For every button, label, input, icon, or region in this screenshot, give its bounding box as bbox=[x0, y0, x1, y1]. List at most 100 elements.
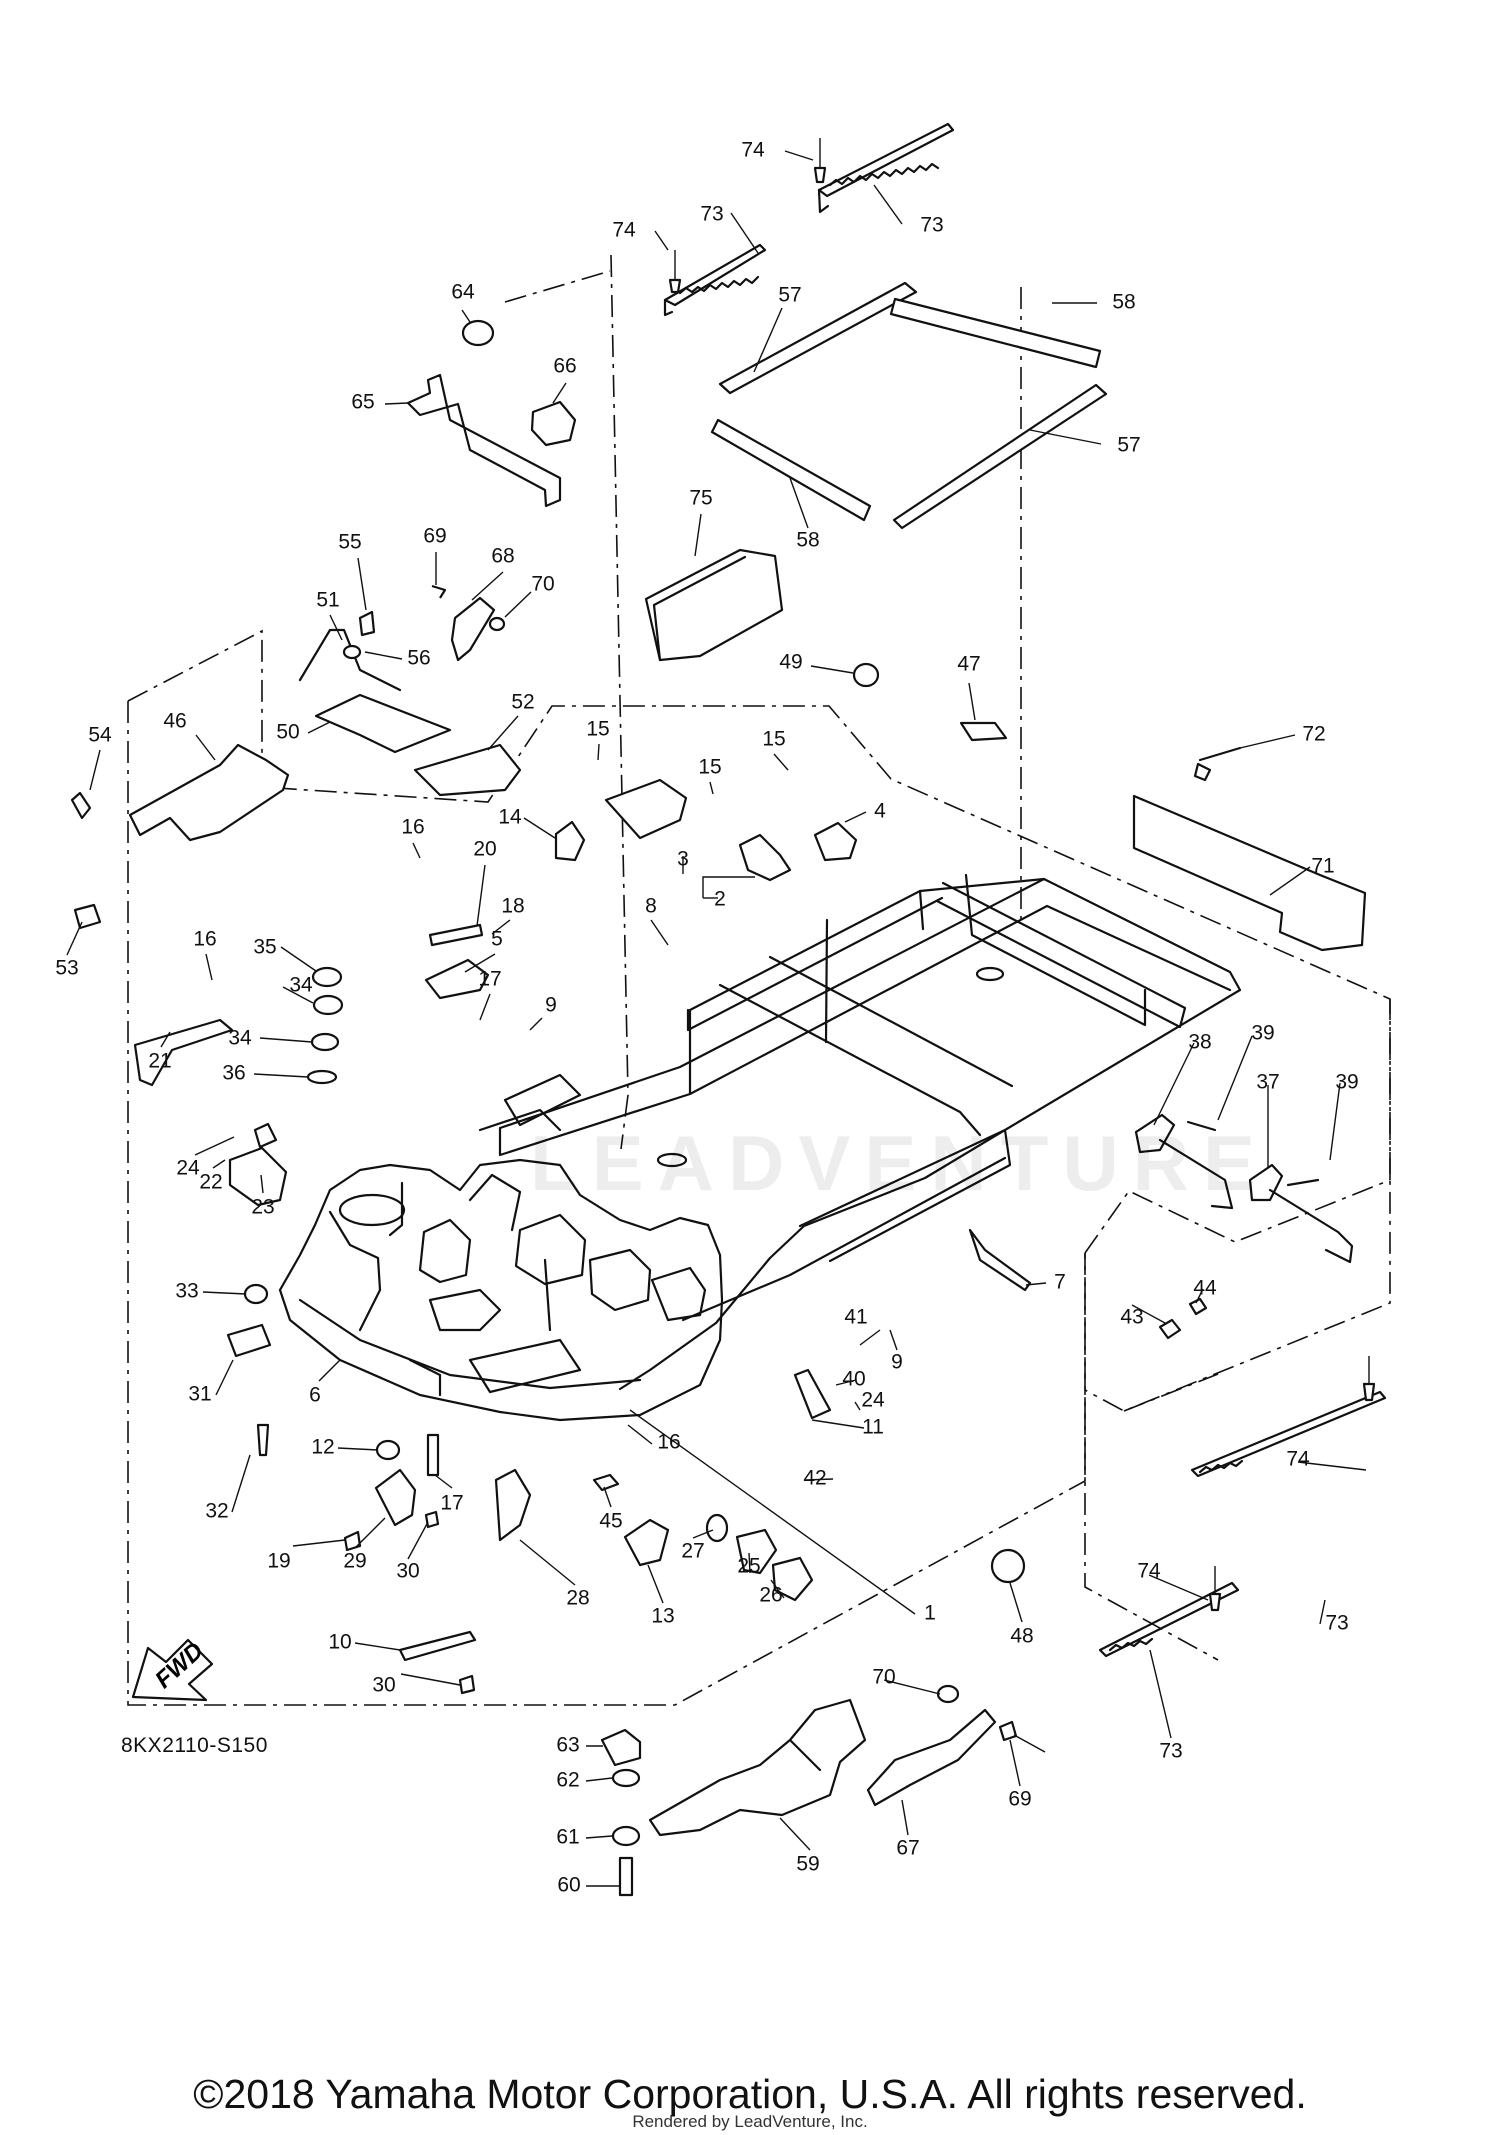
callout-15: 15 bbox=[586, 718, 609, 741]
top-parts bbox=[70, 122, 1367, 952]
callout-47: 47 bbox=[957, 653, 980, 676]
callout-49: 49 bbox=[779, 651, 802, 674]
callout-20: 20 bbox=[473, 838, 496, 861]
callout-labels: 1234567899101112131415151516161617171819… bbox=[55, 139, 1358, 1897]
callout-22: 22 bbox=[199, 1171, 222, 1194]
callout-62: 62 bbox=[556, 1769, 579, 1792]
callout-74: 74 bbox=[1137, 1560, 1161, 1583]
callout-73: 73 bbox=[920, 214, 943, 237]
callout-57: 57 bbox=[1117, 434, 1140, 457]
callout-3: 3 bbox=[677, 848, 689, 871]
callout-70: 70 bbox=[872, 1666, 895, 1689]
callout-21: 21 bbox=[148, 1050, 171, 1073]
callout-25: 25 bbox=[737, 1555, 760, 1578]
callout-56: 56 bbox=[407, 647, 430, 670]
callout-17: 17 bbox=[478, 968, 501, 991]
bulkhead-assembly bbox=[278, 1073, 724, 1422]
callout-8: 8 bbox=[645, 895, 657, 918]
callout-38: 38 bbox=[1188, 1031, 1211, 1054]
callout-60: 60 bbox=[557, 1874, 580, 1897]
frame-assembly bbox=[498, 873, 1242, 1391]
callout-73: 73 bbox=[700, 203, 723, 226]
fwd-arrow-icon: FWD bbox=[131, 1637, 214, 1702]
callout-63: 63 bbox=[556, 1734, 579, 1757]
callout-9: 9 bbox=[545, 994, 557, 1017]
callout-9: 9 bbox=[891, 1351, 903, 1374]
bottom-parts bbox=[600, 1684, 1046, 1897]
callout-57: 57 bbox=[778, 284, 801, 307]
callout-39: 39 bbox=[1251, 1022, 1274, 1045]
callout-18: 18 bbox=[501, 895, 524, 918]
callout-52: 52 bbox=[511, 691, 534, 714]
assembly-boundaries bbox=[127, 254, 1391, 1706]
diagram-code: 8KX2110-S150 bbox=[121, 1734, 268, 1757]
callout-31: 31 bbox=[188, 1383, 211, 1406]
callout-23: 23 bbox=[251, 1196, 274, 1219]
callout-34: 34 bbox=[228, 1027, 252, 1050]
callout-44: 44 bbox=[1193, 1277, 1217, 1300]
callout-74: 74 bbox=[741, 139, 765, 162]
callout-45: 45 bbox=[599, 1510, 622, 1533]
callout-26: 26 bbox=[759, 1584, 782, 1607]
callout-19: 19 bbox=[267, 1550, 290, 1573]
callout-70: 70 bbox=[531, 573, 554, 596]
callout-14: 14 bbox=[498, 806, 522, 829]
rendered-by-credit: Rendered by LeadVenture, Inc. bbox=[632, 2112, 868, 2131]
callout-35: 35 bbox=[253, 936, 276, 959]
callout-2: 2 bbox=[714, 888, 726, 911]
callout-24: 24 bbox=[176, 1157, 200, 1180]
copyright-notice: ©2018 Yamaha Motor Corporation, U.S.A. A… bbox=[193, 2071, 1307, 2117]
callout-40: 40 bbox=[842, 1368, 865, 1391]
callout-10: 10 bbox=[328, 1631, 351, 1654]
callout-54: 54 bbox=[88, 724, 112, 747]
callout-7: 7 bbox=[1054, 1271, 1066, 1294]
callout-15: 15 bbox=[762, 728, 785, 751]
callout-5: 5 bbox=[491, 928, 503, 951]
callout-41: 41 bbox=[844, 1306, 867, 1329]
callout-53: 53 bbox=[55, 957, 78, 980]
callout-29: 29 bbox=[343, 1550, 366, 1573]
callout-16: 16 bbox=[657, 1431, 680, 1454]
leader-lines bbox=[66, 150, 1367, 1887]
callout-39: 39 bbox=[1335, 1071, 1358, 1094]
callout-32: 32 bbox=[205, 1500, 228, 1523]
callout-28: 28 bbox=[566, 1587, 589, 1610]
callout-30: 30 bbox=[396, 1560, 419, 1583]
callout-73: 73 bbox=[1159, 1740, 1182, 1763]
callout-50: 50 bbox=[276, 721, 299, 744]
callout-68: 68 bbox=[491, 545, 514, 568]
callout-6: 6 bbox=[309, 1384, 321, 1407]
callout-58: 58 bbox=[1112, 291, 1135, 314]
callout-15: 15 bbox=[698, 756, 721, 779]
callout-34: 34 bbox=[289, 974, 313, 997]
callout-36: 36 bbox=[222, 1062, 245, 1085]
callout-30: 30 bbox=[372, 1674, 395, 1697]
callout-24: 24 bbox=[861, 1389, 885, 1412]
callout-42: 42 bbox=[803, 1467, 826, 1490]
callout-58: 58 bbox=[796, 529, 819, 552]
callout-43: 43 bbox=[1120, 1306, 1143, 1329]
callout-55: 55 bbox=[338, 531, 361, 554]
callout-72: 72 bbox=[1302, 723, 1325, 746]
callout-13: 13 bbox=[651, 1605, 674, 1628]
callout-69: 69 bbox=[1008, 1788, 1031, 1811]
callout-73: 73 bbox=[1325, 1612, 1348, 1635]
callout-46: 46 bbox=[163, 710, 186, 733]
callout-51: 51 bbox=[316, 589, 339, 612]
callout-4: 4 bbox=[874, 800, 886, 823]
callout-11: 11 bbox=[862, 1416, 884, 1439]
right-brackets bbox=[1098, 1113, 1387, 1658]
callout-12: 12 bbox=[311, 1436, 334, 1459]
left-small-parts bbox=[133, 923, 1032, 1695]
callout-1: 1 bbox=[924, 1602, 936, 1625]
callout-59: 59 bbox=[796, 1853, 819, 1876]
callout-16: 16 bbox=[193, 928, 216, 951]
callout-75: 75 bbox=[689, 487, 712, 510]
callout-27: 27 bbox=[681, 1540, 704, 1563]
callout-17: 17 bbox=[440, 1492, 463, 1515]
callout-33: 33 bbox=[175, 1280, 198, 1303]
callout-64: 64 bbox=[451, 281, 475, 304]
callout-48: 48 bbox=[1010, 1625, 1033, 1648]
watermark: LEADVENTURE bbox=[530, 1119, 1270, 1207]
